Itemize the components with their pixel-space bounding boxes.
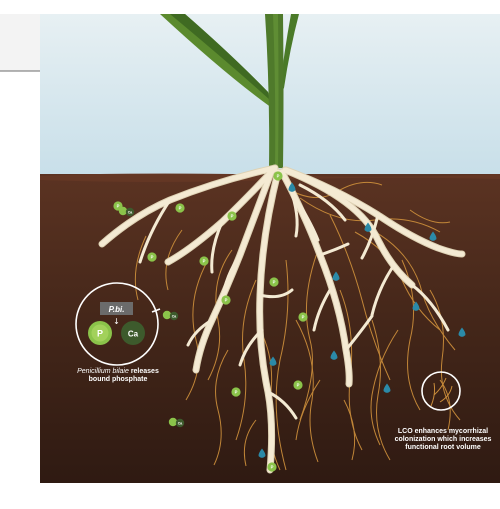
pbi-particle-ca-label: Ca — [128, 330, 139, 339]
phosphate-particle-label: P — [302, 315, 305, 320]
phosphate-particle-label: P — [225, 298, 228, 303]
phosphate-particle-label: P — [273, 280, 276, 285]
top-left-panel — [0, 14, 40, 71]
phosphate-particle-icon: P — [298, 312, 307, 321]
phosphate-particle-icon: P — [267, 462, 276, 471]
phosphate-particle-label: P — [231, 214, 234, 219]
phosphate-particle-icon: P — [221, 295, 230, 304]
lco-caption-line3: functional root volume — [405, 444, 480, 451]
pbi-particle-p-label: P — [97, 329, 103, 339]
phosphate-particle-icon: P — [231, 387, 240, 396]
arrow-down-icon: ↓ — [113, 317, 120, 326]
phosphate-particle-label: P — [271, 465, 274, 470]
phosphate-particle-label: P — [235, 390, 238, 395]
lco-caption-line2: colonization which increases — [395, 436, 492, 443]
pbi-caption-line2: bound phosphate — [89, 376, 148, 383]
phosphate-particle-icon: P — [227, 211, 236, 220]
pbi-caption-species: Penicillium bilaie — [77, 368, 129, 375]
pbi-caption: Penicillium bilaie releases bound phosph… — [56, 368, 180, 384]
lco-caption-line1: LCO enhances mycorrhizal — [398, 428, 488, 435]
phosphate-particle-icon: P — [293, 380, 302, 389]
phosphate-particle-icon: P — [147, 252, 156, 261]
phosphate-particle-label: P — [117, 204, 120, 209]
pbi-label: P.bi. — [109, 305, 125, 314]
phosphate-particle-icon: P — [273, 171, 282, 180]
phosphate-particle-label: P — [179, 206, 182, 211]
phosphate-particle-icon: P — [175, 203, 184, 212]
phosphate-particle-label: P — [151, 255, 154, 260]
pbi-caption-verb: releases — [129, 368, 159, 375]
lco-caption: LCO enhances mycorrhizal colonization wh… — [386, 428, 500, 452]
phosphate-particle-label: P — [203, 259, 206, 264]
phosphate-particle-icon: P — [269, 277, 278, 286]
phosphate-particle-label: P — [297, 383, 300, 388]
phosphate-particle-icon: P — [199, 256, 208, 265]
phosphate-particle-label: P — [277, 174, 280, 179]
